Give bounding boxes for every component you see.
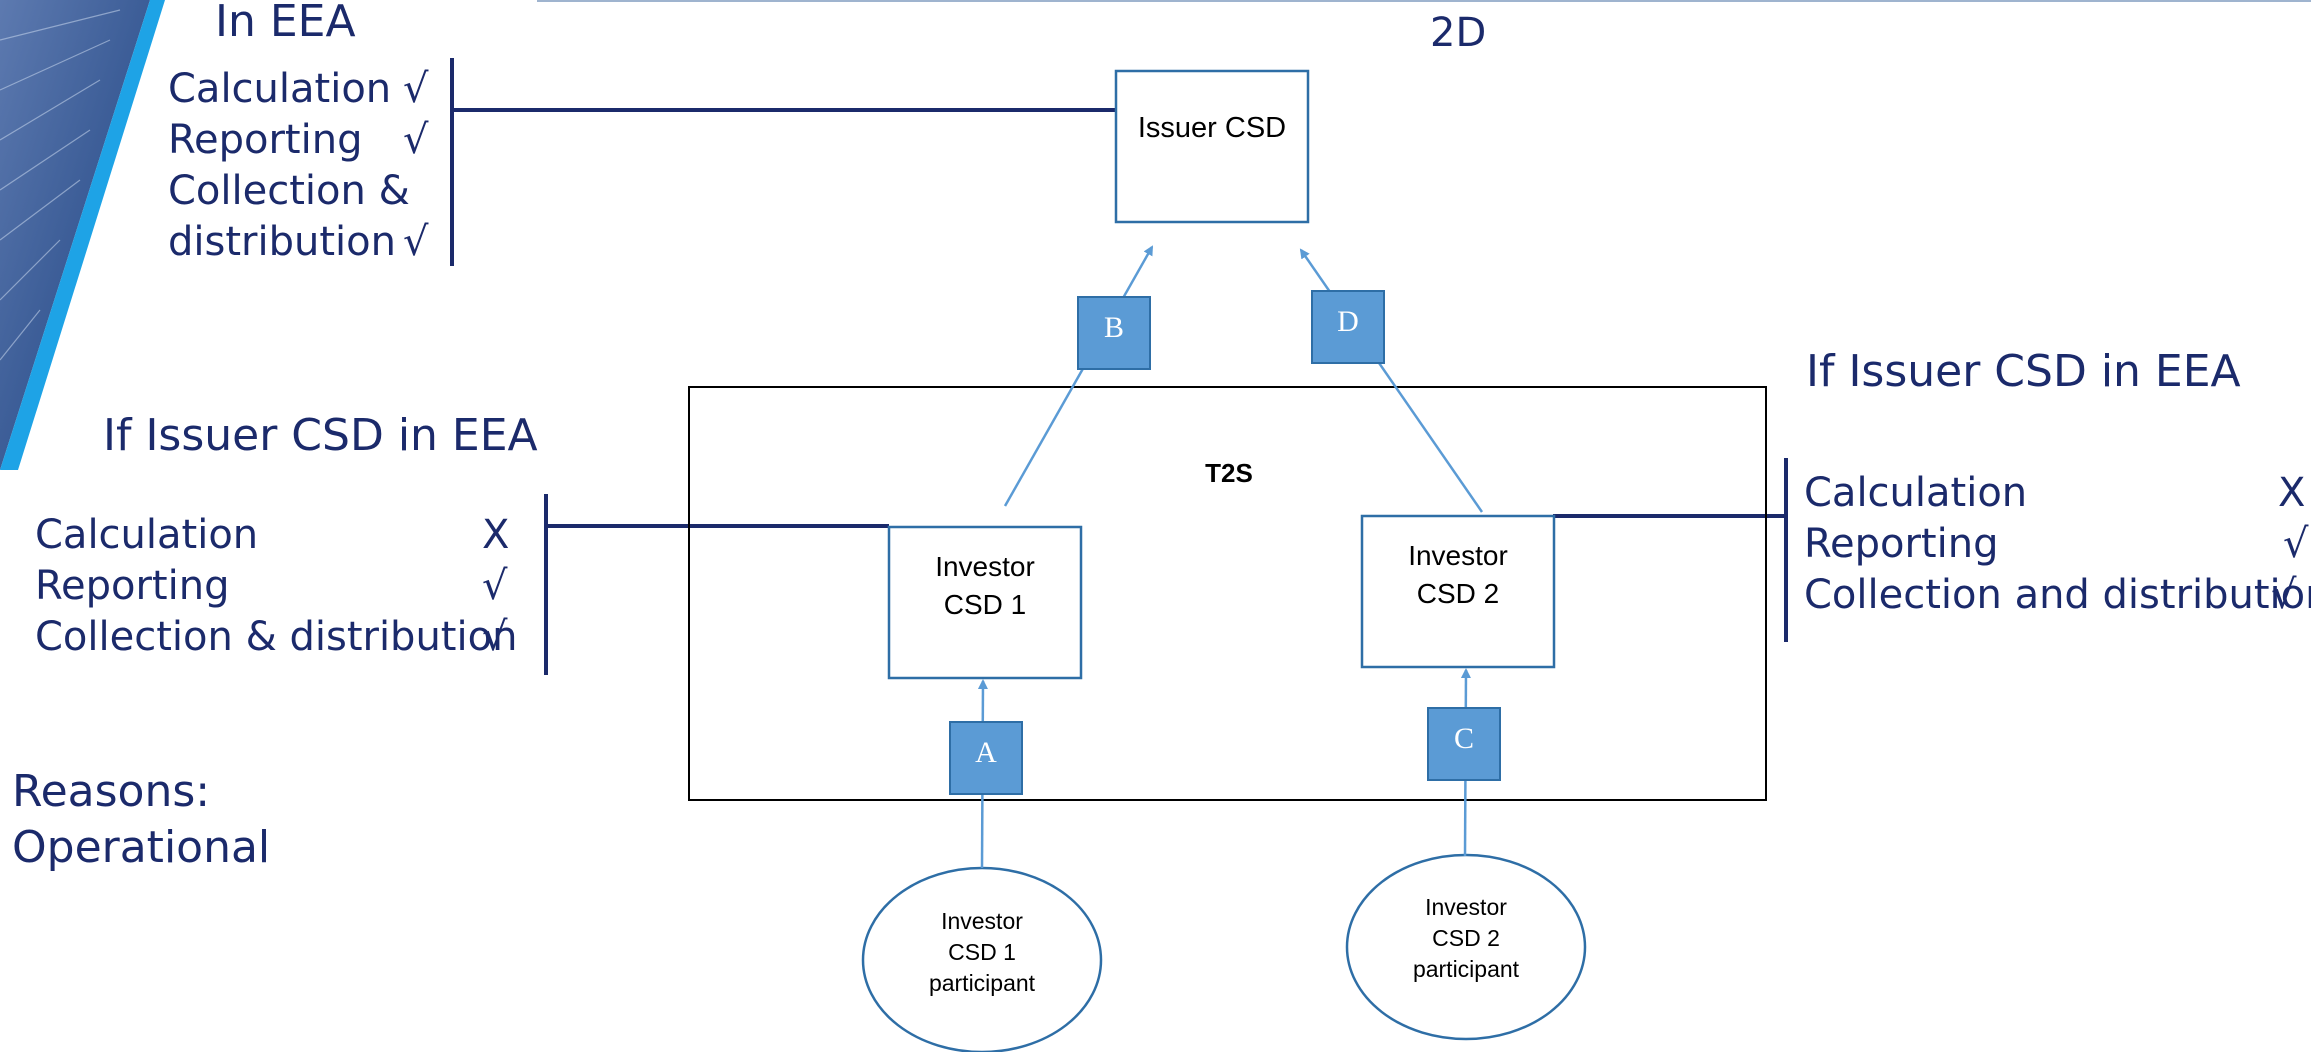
right-row-2-mark: √ [2283, 521, 2309, 567]
investor-csd-1-label-2: CSD 1 [943, 589, 1027, 620]
participant-2-label-3: participant [1412, 956, 1520, 982]
link-square-d [1311, 290, 1385, 364]
arrow-d [1299, 248, 1484, 513]
top-left-row-2-label: Reporting [168, 117, 363, 163]
top-left-row-2-mark: √ [403, 117, 429, 163]
arrow-b [1003, 245, 1154, 507]
reasons-heading: Reasons: [12, 766, 211, 817]
participant-2-label-1: Investor [1425, 894, 1507, 920]
left-row-2-label: Reporting [35, 563, 230, 609]
link-square-c [1427, 707, 1501, 781]
top-left-row-4-label: distribution [168, 219, 396, 265]
right-row-2-label: Reporting [1804, 521, 1999, 567]
top-left-row-3-label: Collection & [168, 168, 410, 214]
investor-csd-1-box [887, 525, 1083, 680]
investor-csd-2-label-1: Investor [1408, 540, 1508, 571]
left-row-3-mark: √ [482, 614, 508, 660]
left-row-1-mark: X [482, 512, 510, 558]
reasons-value: Operational [12, 822, 271, 873]
issuer-csd-label: Issuer CSD [1137, 112, 1287, 144]
left-heading: If Issuer CSD in EEA [103, 410, 538, 461]
link-c-label: C [1453, 722, 1474, 755]
participant-2-label-2: CSD 2 [1432, 925, 1500, 951]
top-left-row-1-mark: √ [403, 66, 429, 112]
investor-csd-2-box [1360, 514, 1556, 669]
right-row-3-mark: √ [2271, 572, 2297, 618]
left-row-3-label: Collection & distribution [35, 614, 518, 660]
slide-label: 2D [1430, 10, 1487, 56]
link-b-label: B [1103, 311, 1124, 344]
right-row-1-mark: X [2278, 470, 2306, 516]
investor-csd-1-label-1: Investor [935, 551, 1035, 582]
top-left-row-4-mark: √ [403, 219, 429, 265]
link-d-label: D [1337, 305, 1359, 338]
t2s-label: T2S [1205, 458, 1253, 488]
top-left-heading: In EEA [215, 0, 356, 47]
link-square-a [949, 721, 1023, 795]
participant-1-label-3: participant [928, 970, 1036, 996]
top-left-row-1-label: Calculation [168, 66, 392, 112]
background-decoration [0, 0, 165, 470]
right-row-3-label: Collection and distribution [1804, 572, 2311, 618]
issuer-csd-box [1114, 69, 1310, 224]
investor-csd-2-label-2: CSD 2 [1416, 578, 1500, 609]
right-heading: If Issuer CSD in EEA [1806, 346, 2241, 397]
left-row-2-mark: √ [482, 563, 508, 609]
top-rule [537, 0, 2311, 2]
participant-1-label-1: Investor [941, 908, 1023, 934]
link-a-label: A [975, 736, 997, 769]
right-row-1-label: Calculation [1804, 470, 2028, 516]
participant-1-label-2: CSD 1 [948, 939, 1016, 965]
left-row-1-label: Calculation [35, 512, 259, 558]
t2s-frame [688, 386, 1767, 801]
link-square-b [1077, 296, 1151, 370]
